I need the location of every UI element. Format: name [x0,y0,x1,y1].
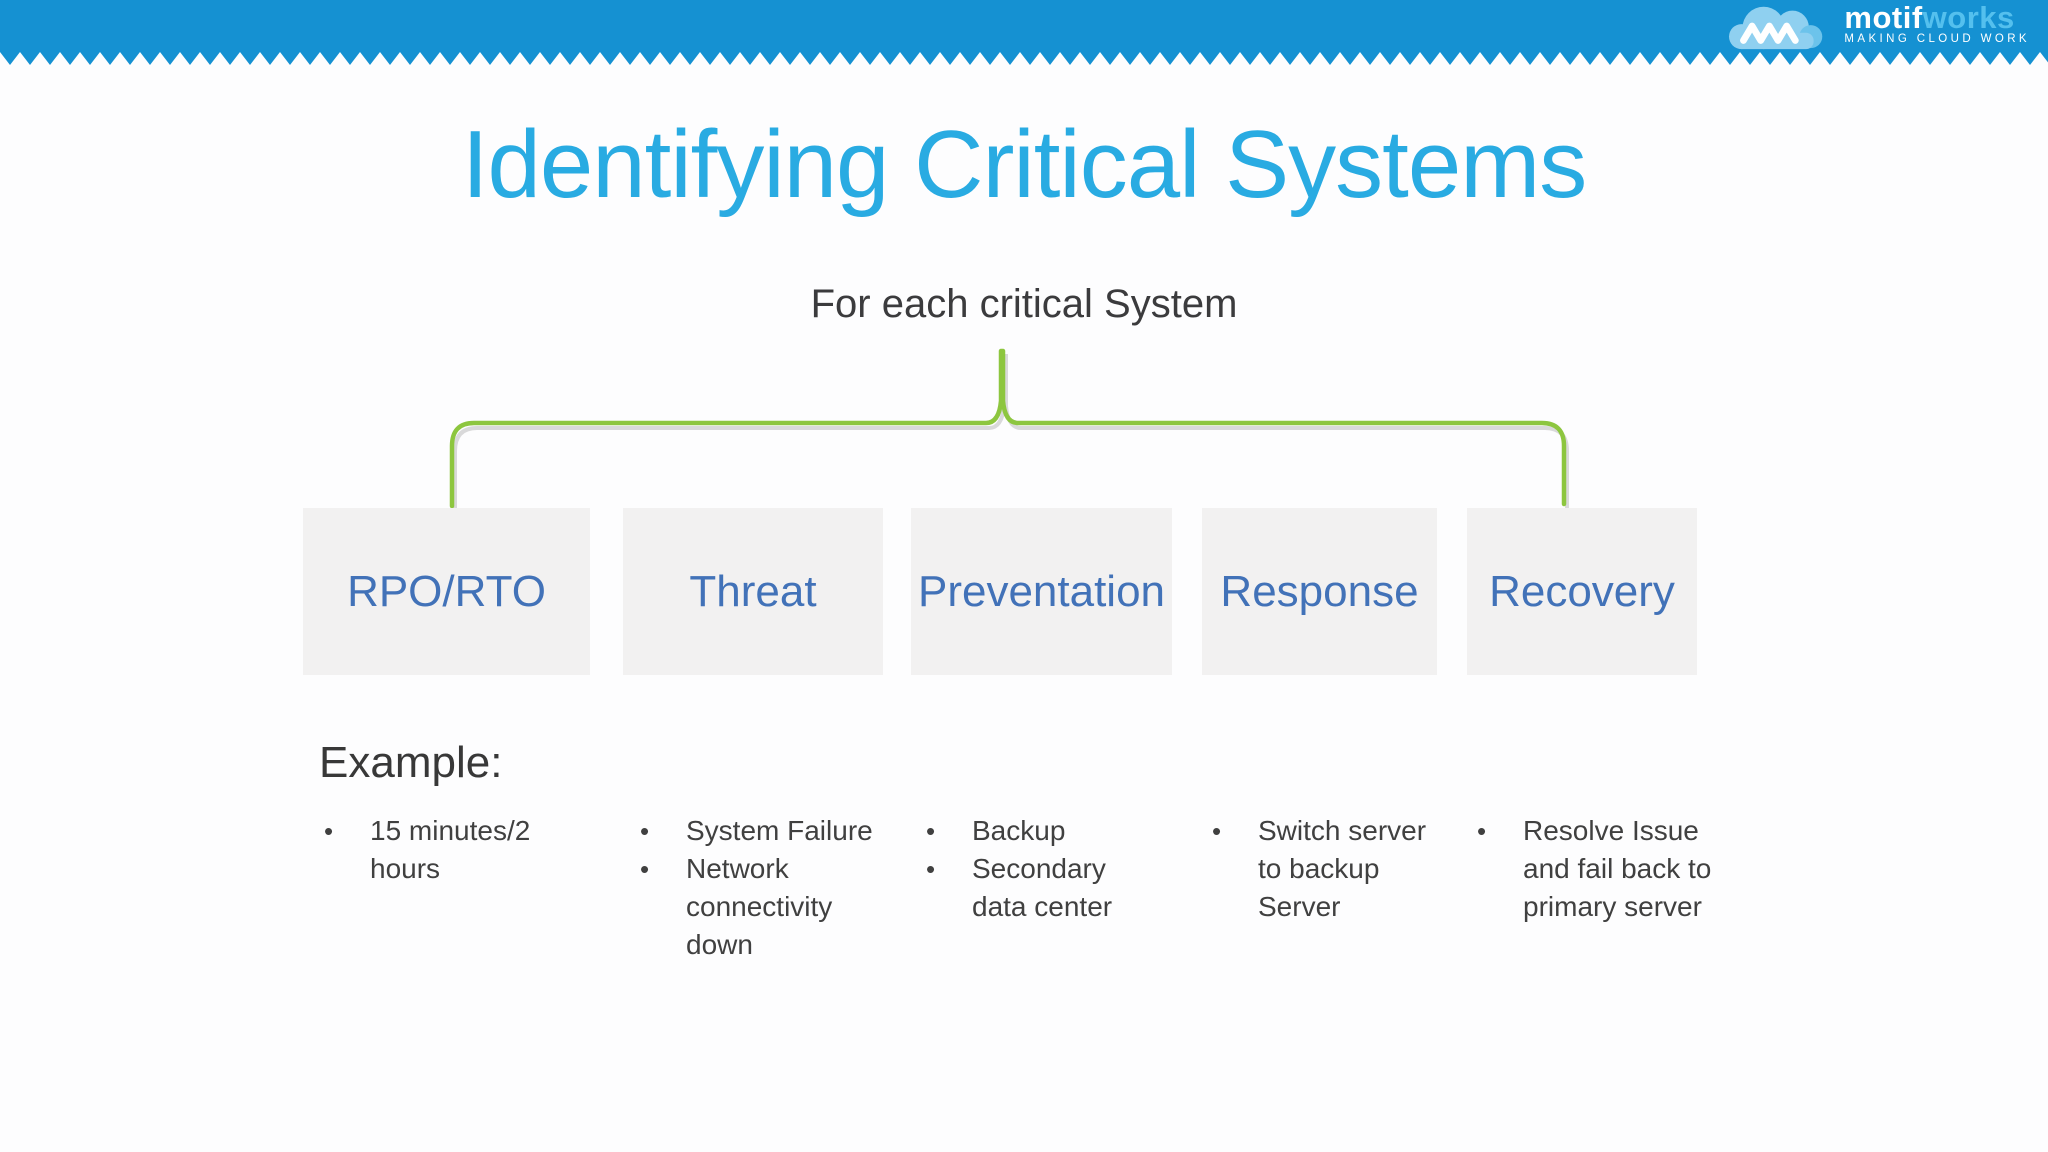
category-label: Preventation [917,566,1166,616]
category-box-threat: Threat [623,508,883,675]
header-bar [0,0,2048,52]
example-heading: Example: [319,738,503,787]
logo-brand: motifworks [1844,2,2030,33]
example-col-threat: System Failure Network connectivity down [640,812,885,964]
list-item: Backup [926,812,1136,850]
bullet-list: Resolve Issue and fail back to primary s… [1477,812,1712,926]
zigzag-edge [0,52,2048,65]
example-col-recovery: Resolve Issue and fail back to primary s… [1477,812,1712,926]
logo-text-block: motifworks MAKING CLOUD WORK [1844,2,2030,45]
bullet-list: System Failure Network connectivity down [640,812,885,964]
category-label: Response [1220,566,1419,616]
example-col-rpo-rto: 15 minutes/2 hours [324,812,586,888]
list-item: Network connectivity down [640,850,885,964]
list-item: Secondary data center [926,850,1136,926]
category-label: Threat [689,566,817,616]
category-box-rpo-rto: RPO/RTO [303,508,590,675]
bullet-list: Backup Secondary data center [926,812,1136,926]
logo-brand-bold: motif [1844,0,1923,35]
category-box-preventation: Preventation [911,508,1172,675]
category-label: RPO/RTO [347,566,546,616]
logo-tagline: MAKING CLOUD WORK [1844,33,2030,45]
list-item: Switch server to backup Server [1212,812,1447,926]
example-col-response: Switch server to backup Server [1212,812,1447,926]
category-box-recovery: Recovery [1467,508,1697,675]
bullet-list: 15 minutes/2 hours [324,812,586,888]
list-item: System Failure [640,812,885,850]
category-label: Recovery [1489,566,1675,616]
list-item: Resolve Issue and fail back to primary s… [1477,812,1712,926]
example-col-preventation: Backup Secondary data center [926,812,1136,926]
list-item: 15 minutes/2 hours [324,812,586,888]
cloud-mw-icon [1729,6,1823,50]
subtitle: For each critical System [810,282,1238,326]
category-box-response: Response [1202,508,1437,675]
logo-brand-light: works [1922,0,2015,35]
motifworks-logo: motifworks MAKING CLOUD WORK [1720,2,2030,52]
bullet-list: Switch server to backup Server [1212,812,1447,926]
page-title: Identifying Critical Systems [461,111,1587,218]
